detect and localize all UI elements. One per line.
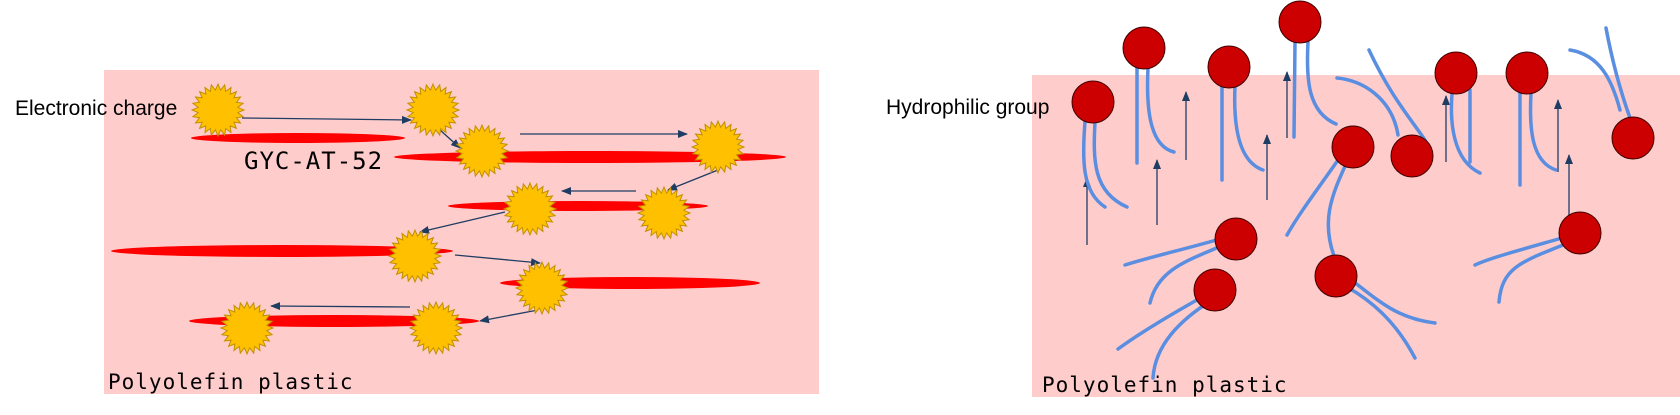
transfer-arrow: [419, 211, 506, 234]
electronic-charges: [190, 82, 746, 356]
electronic-charge-label: Electronic charge: [15, 97, 178, 120]
transfer-arrow: [270, 302, 411, 311]
surfactant-tail: [1568, 48, 1622, 112]
transfer-arrow: [479, 309, 539, 324]
electronic-charge-core: [525, 271, 559, 305]
surfactant-tail: [1081, 120, 1107, 209]
electronic-charge-core: [416, 93, 450, 127]
surfactant-tail: [1604, 26, 1632, 120]
electronic-charge-core: [398, 239, 432, 273]
hydrophilic-heads: [1071, 0, 1655, 312]
hydrophilic-head-icon: [1193, 268, 1237, 312]
surfactant-tail: [1148, 241, 1230, 305]
charge-transfer-arrows: [241, 115, 719, 324]
hydrophilic-head-icon: [1390, 134, 1434, 178]
electronic-charge-core: [230, 311, 264, 345]
left-material-label: Polyolefin plastic: [108, 370, 354, 394]
migration-arrows: [1083, 71, 1573, 245]
hydrophilic-head-icon: [1505, 51, 1549, 95]
electronic-charge-core: [701, 130, 735, 164]
surfactant-tails: [1081, 26, 1632, 380]
surfactant-tail: [1335, 76, 1400, 137]
surfactant-tail: [1449, 92, 1482, 175]
hydrophilic-head-icon: [1071, 80, 1115, 124]
hydrophilic-head-icon: [1278, 0, 1322, 44]
surfactant-tail: [1285, 158, 1340, 237]
transfer-arrow: [439, 129, 461, 149]
additive-label: GYC-AT-52: [244, 147, 384, 175]
hydrophilic-head-icon: [1122, 26, 1166, 70]
transfer-arrow: [241, 115, 412, 124]
surfactant-tail: [1497, 241, 1570, 304]
hydrophilic-head-icon: [1611, 116, 1655, 160]
surfactant-tail: [1367, 48, 1427, 142]
surfactant-tail: [1116, 294, 1206, 351]
electronic-charge-core: [419, 311, 453, 345]
polymer-chain: [111, 245, 453, 257]
surfactant-tail: [1528, 91, 1558, 172]
surfactant-tail: [1305, 40, 1338, 126]
surfactant-tail: [1473, 236, 1564, 267]
electronic-charge-core: [201, 93, 235, 127]
hydrophilic-head-icon: [1434, 51, 1478, 95]
transfer-arrow: [454, 254, 541, 267]
right-material-label: Polyolefin plastic: [1042, 373, 1288, 397]
surfactant-tail: [1292, 40, 1297, 139]
hydrophilic-group-label: Hydrophilic group: [886, 96, 1050, 119]
electronic-charge-core: [513, 192, 547, 226]
surfactant-tail: [1145, 66, 1176, 154]
hydrophilic-head-icon: [1214, 217, 1258, 261]
hydrophilic-head-icon: [1331, 125, 1375, 169]
hydrophilic-head-icon: [1558, 211, 1602, 255]
electronic-charge-core: [465, 134, 499, 168]
polymer-chain: [500, 277, 760, 289]
hydrophilic-head-icon: [1207, 45, 1251, 89]
surfactant-tail: [1345, 285, 1417, 360]
electronic-charge-core: [647, 196, 681, 230]
polymer-chain: [191, 133, 405, 143]
surfactant-tail: [1232, 84, 1265, 172]
transfer-arrow: [667, 169, 719, 191]
surfactant-tail: [1326, 160, 1349, 258]
surfactant-tail: [1123, 237, 1222, 267]
surfactant-tail: [1092, 120, 1129, 209]
hydrophilic-head-icon: [1314, 254, 1358, 298]
